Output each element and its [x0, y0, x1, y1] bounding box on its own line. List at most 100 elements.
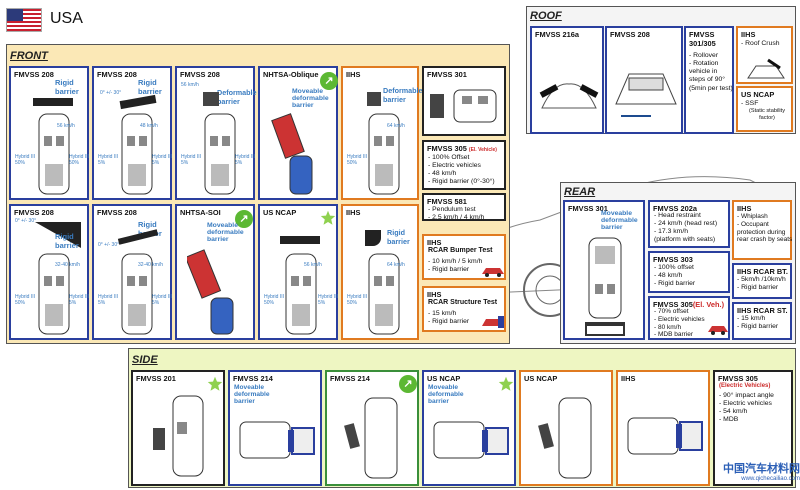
line-1: - 70% offset — [654, 308, 689, 315]
line-3: - 17.3 km/h — [654, 228, 688, 236]
line-1: - Pendulum test — [428, 206, 476, 213]
card-title: US NCAP — [427, 374, 461, 383]
card-title: IIHS — [427, 290, 442, 299]
line-2: - 2.5 km/h / 4 km/h — [428, 214, 485, 222]
front-fmvss208-e-card: FMVSS 208 Rigid barrier 0° +/- 30° 32-40… — [92, 204, 172, 340]
watermark-cn: 中国汽车材料网 — [723, 463, 800, 475]
car-topview — [368, 113, 400, 195]
card-title: FMVSS 202a — [653, 204, 697, 213]
car-topview — [38, 113, 70, 195]
watermark-logo: 中国汽车材料网 www.qichecailiao.com — [704, 460, 800, 490]
card-title: NHTSA-Oblique — [263, 70, 319, 79]
card-title: IIHS — [346, 70, 361, 79]
rigid-barrier-block — [280, 236, 320, 244]
front-iihs-b-card: IIHS Rigid barrier 64 km/h Hybrid III 50… — [341, 204, 419, 340]
card-title: FMVSS 208 — [14, 70, 54, 79]
line-3: - 54 km/h — [719, 408, 748, 416]
star-icon — [320, 210, 336, 225]
line-2: - Rigid barrier — [428, 266, 470, 274]
dummy-2: Hybrid III 5% — [152, 294, 173, 306]
dummy-1: Hybrid III 50% — [15, 154, 36, 166]
dummy-1: Hybrid III 5% — [98, 294, 119, 306]
barrier-label: Rigid barrier — [138, 78, 162, 96]
roof-fmvss216a-card: FMVSS 216a — [530, 26, 604, 134]
line-3: - Rigid barrier — [654, 280, 696, 288]
line-2: - Electric vehicles — [719, 400, 772, 408]
front-fmvss305-card: FMVSS 305 (El. Vehicle) - 100% Offset - … — [422, 140, 506, 190]
rear-impact-diagram — [430, 89, 497, 123]
car-topview — [38, 253, 70, 335]
front-fmvss208-c-card: FMVSS 208 56 km/h Deformable barrier Hyb… — [175, 66, 257, 200]
card-title: US NCAP — [741, 90, 775, 99]
card-title: FMVSS 305 (El. Vehicle) — [427, 144, 497, 153]
line-1: - 15 km/h — [428, 310, 457, 317]
card-lines: - 90° impact angle - Electric vehicles -… — [719, 392, 774, 425]
roof-usncap-card: US NCAP - SSF (Static stability factor) — [736, 86, 793, 132]
roof-fmvss208-card: FMVSS 208 — [605, 26, 683, 134]
barrier-label: Deformable barrier — [383, 86, 423, 104]
card-title: FMVSS 208 — [180, 70, 220, 79]
rigid-barrier-block — [33, 98, 73, 106]
front-title: FRONT — [10, 50, 48, 62]
line-1: - SSF — [741, 100, 759, 107]
title-tag: (El. Vehicle) — [468, 147, 497, 153]
card-title: IIHS — [427, 238, 442, 247]
side-impact-mdb-diagram — [239, 421, 315, 459]
barrier-label: Moveable deformable barrier — [207, 222, 244, 243]
speed-label: 56 km/h — [57, 123, 75, 129]
line-1: - Head restraint — [654, 212, 701, 219]
angle-label: 0° +/- 30° — [15, 218, 37, 224]
speed-label: 56 km/h — [181, 82, 199, 88]
line-2: - Electric vehicles — [654, 315, 705, 323]
star-icon — [207, 376, 223, 391]
card-subtitle: RCAR Bumper Test — [428, 247, 493, 254]
card-title: FMVSS 208 — [610, 30, 650, 39]
card-lines: - Head restraint - 24 km/h (head rest) -… — [654, 212, 717, 245]
new-test-badge-icon: ↗ — [235, 210, 253, 228]
red-car-icon — [482, 268, 504, 277]
line-1: - 100% Offset — [428, 154, 470, 161]
card-lines: - Whiplash - Occupant protection during … — [737, 213, 793, 244]
card-title: FMVSS 303 — [653, 255, 693, 264]
roof-crush-diagram — [539, 83, 599, 109]
card-lines: - 10 km/h / 5 km/h - Rigid barrier — [428, 258, 482, 274]
card-title: US NCAP — [263, 208, 297, 217]
card-lines: - 100% Offset - Electric vehicles - 48 k… — [428, 154, 495, 187]
dummy-1: Hybrid III 50% — [347, 154, 368, 166]
front-fmvss581-card: FMVSS 581 - Pendulum test - 2.5 km/h / 4… — [422, 193, 506, 221]
card-title: FMVSS 201 — [136, 374, 176, 383]
card-subtitle: RCAR Structure Test — [428, 299, 498, 306]
speed-label: 64 km/h — [387, 262, 405, 268]
card-title: FMVSS 301 — [427, 70, 467, 79]
rear-iihs-whiplash-card: IIHS - Whiplash - Occupant protection du… — [732, 200, 792, 260]
red-car-icon — [708, 326, 728, 335]
front-iihs-structure-card: IIHS RCAR Structure Test - 15 km/h - Rig… — [422, 286, 506, 332]
card-title: IIHS — [741, 30, 756, 39]
side-usncap-b-card: US NCAP — [519, 370, 613, 486]
card-lines: - 15 km/h - Rigid barrier — [428, 310, 469, 326]
title-text: FMVSS 305 — [427, 144, 467, 153]
rigid-barrier-block — [119, 94, 157, 110]
card-title: FMVSS 305 — [718, 374, 758, 383]
car-topview — [204, 113, 236, 195]
card-title: NHTSA-SOI — [180, 208, 221, 217]
line-1: - 90° impact angle — [719, 392, 774, 399]
angle-label: 0° +/- 30° — [98, 242, 120, 248]
side-impact-mdb-diagram — [433, 421, 509, 459]
card-title: FMVSS 208 — [97, 70, 137, 79]
line-2: - Electric vehicles — [428, 162, 481, 170]
dummy-2: Hybrid III 5% — [235, 154, 256, 166]
dummy-1: Hybrid III 5% — [181, 154, 202, 166]
pole-side-impact-diagram — [153, 395, 204, 477]
moveable-barrier-block — [585, 322, 625, 336]
card-title: FMVSS 301 — [568, 204, 608, 213]
barrier-label: Moveable deformable barrier — [601, 210, 638, 231]
card-title: FMVSS 305(El. Veh.) — [653, 300, 724, 309]
rear-title: REAR — [564, 186, 596, 198]
oblique-impact-diagram — [187, 249, 234, 335]
card-lines: - 15 km/h - Rigid barrier — [737, 315, 778, 331]
card-lines: - 100% offset - 48 km/h - Rigid barrier — [654, 264, 695, 288]
rollover-car-diagram — [615, 73, 677, 117]
dummy-2: Hybrid III 5% — [69, 294, 90, 306]
side-fmvss214-a-card: FMVSS 214 Moveable deformable barrier — [228, 370, 322, 486]
